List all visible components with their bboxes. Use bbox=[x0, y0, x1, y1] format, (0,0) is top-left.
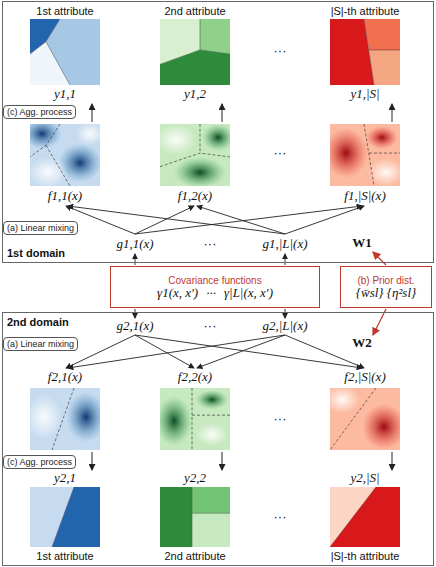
domain-label: 2nd domain bbox=[7, 316, 69, 328]
attribute-title: 1st attribute bbox=[36, 549, 93, 563]
ellipsis: ··· bbox=[274, 44, 287, 58]
covariance-box: Covariance functionsγ1(x, x′) ··· γ|L|(x, … bbox=[110, 266, 320, 308]
attribute-title: 2nd attribute bbox=[164, 549, 225, 563]
math-symbol: g1,|L|(x) bbox=[262, 237, 307, 251]
math-symbol: f2,|S|(x) bbox=[344, 370, 385, 384]
matrix-symbol: W1 bbox=[352, 236, 372, 250]
function-row: γ1(x, x′) ··· γ|L|(x, x′) bbox=[157, 286, 273, 300]
math-symbol: y1,1 bbox=[54, 87, 76, 101]
math-symbol: f1,1(x) bbox=[48, 189, 82, 203]
math-symbol: f2,1(x) bbox=[48, 370, 82, 384]
math-symbol: f2,2(x) bbox=[178, 370, 212, 384]
math-symbol: y1,|S| bbox=[350, 87, 379, 101]
math-symbol: g1,1(x) bbox=[116, 237, 153, 251]
attribute-title: |S|-th attribute bbox=[331, 549, 400, 563]
callout-label: (a) Linear mixing bbox=[7, 339, 74, 349]
callout-label: (a) Linear mixing bbox=[7, 223, 74, 233]
ellipsis: ··· bbox=[204, 237, 217, 251]
ellipsis: ··· bbox=[274, 146, 287, 160]
math-symbol: y2,2 bbox=[184, 471, 206, 485]
math-symbol: f1,|S|(x) bbox=[344, 189, 385, 203]
domain-label: 1st domain bbox=[7, 247, 65, 259]
math-symbol: g2,1(x) bbox=[116, 319, 153, 333]
ellipsis: ··· bbox=[274, 510, 287, 524]
domain-box: 2nd domain (a) Linear mixing (c) Agg. proc… bbox=[2, 312, 434, 566]
attribute-title: 1st attribute bbox=[36, 4, 93, 18]
attribute-title: 2nd attribute bbox=[164, 4, 225, 18]
covariance-function: γ|L|(x, x′) bbox=[224, 286, 273, 300]
ellipsis: ··· bbox=[274, 412, 287, 426]
prior-parameters: {w̄sl} {η²sl} bbox=[356, 286, 416, 300]
covariance-function: ··· bbox=[206, 286, 216, 300]
callout-label: (c) Agg. process bbox=[7, 457, 72, 467]
domain-box: 1st domain (c) Agg. process (a) Linear mix… bbox=[2, 1, 434, 263]
box-heading: Covariance functions bbox=[168, 275, 261, 286]
math-symbol: y1,2 bbox=[184, 87, 206, 101]
callout-label: (c) Agg. process bbox=[7, 107, 72, 117]
callout-box: (a) Linear mixing bbox=[3, 337, 78, 351]
matrix-symbol: W2 bbox=[352, 336, 372, 350]
callout-box: (a) Linear mixing bbox=[3, 221, 78, 235]
ellipsis: ··· bbox=[204, 319, 217, 333]
callout-box: (c) Agg. process bbox=[3, 105, 76, 119]
math-symbol: f1,2(x) bbox=[178, 189, 212, 203]
math-symbol: y2,|S| bbox=[350, 471, 379, 485]
attribute-title: |S|-th attribute bbox=[331, 4, 400, 18]
prior-box: (b) Prior dist.{w̄sl} {η²sl} bbox=[340, 266, 432, 308]
callout-box: (c) Agg. process bbox=[3, 455, 76, 469]
box-heading: (b) Prior dist. bbox=[357, 275, 414, 286]
math-symbol: y2,1 bbox=[54, 471, 76, 485]
covariance-function: γ1(x, x′) bbox=[157, 286, 198, 300]
math-symbol: g2,|L|(x) bbox=[262, 319, 307, 333]
